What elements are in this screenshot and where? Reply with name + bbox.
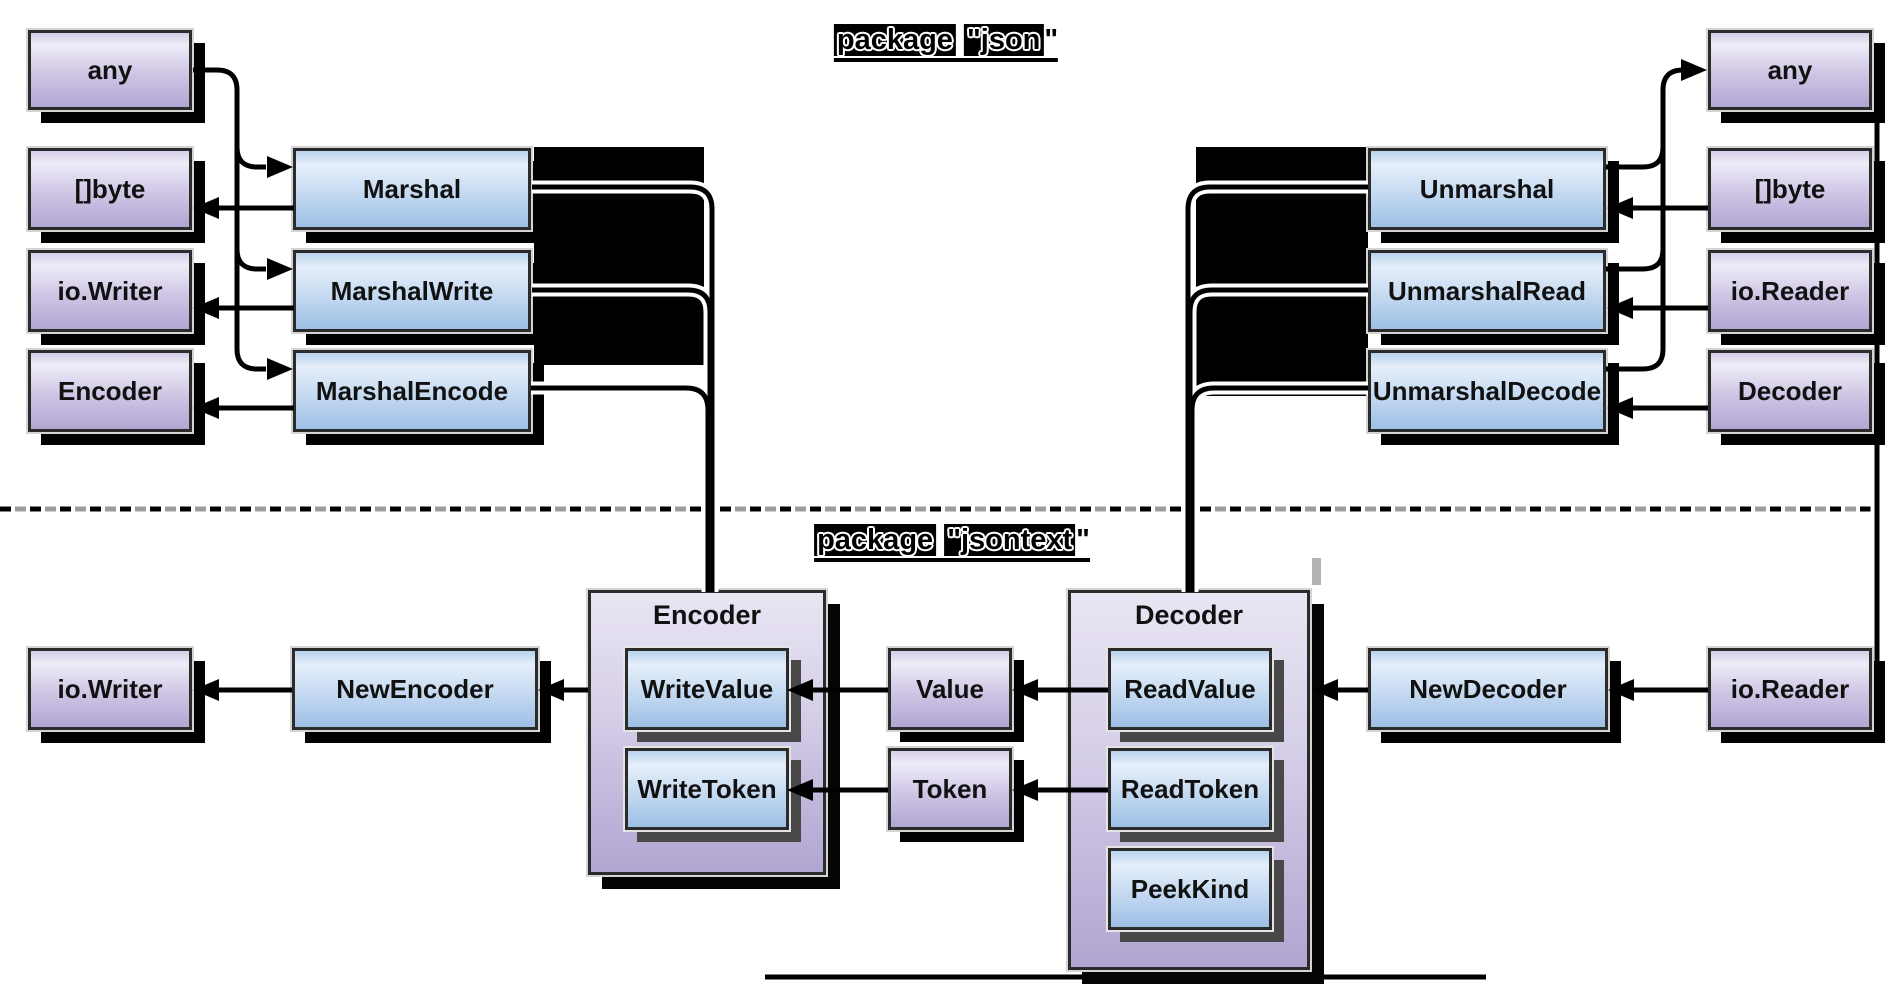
node-write-value: WriteValue	[625, 648, 789, 730]
black-band-left-main	[534, 190, 704, 365]
package-jsontext-title-word[interactable]: package	[814, 524, 937, 556]
package-jsontext-title-name[interactable]: "jsontext	[944, 524, 1076, 556]
node-ioreader-right: io.Reader	[1708, 250, 1872, 332]
node-write-token: WriteToken	[625, 748, 789, 830]
node-marshal: Marshal	[293, 148, 531, 230]
any-to-marshal-trunk	[193, 67, 266, 372]
unmarshal-to-any-trunk	[1606, 67, 1684, 372]
package-json-title-word[interactable]: package	[833, 24, 956, 56]
package-jsontext-title[interactable]: package "jsontext"	[814, 524, 1090, 562]
node-unmarshal-decode: UnmarshalDecode	[1368, 350, 1606, 432]
node-encoder-left: Encoder	[28, 350, 192, 432]
black-band-left-top	[534, 147, 704, 184]
package-jsontext-title-quote: "	[1076, 524, 1090, 556]
node-marshal-encode: MarshalEncode	[293, 350, 531, 432]
encoder-container-title: Encoder	[652, 600, 762, 630]
black-band-right-top	[1196, 147, 1368, 184]
unmarshal-decoder-connectors	[1185, 184, 1368, 592]
decoder-container-title: Decoder	[1134, 600, 1244, 630]
gray-artifact	[1312, 558, 1321, 585]
node-decoder-right: Decoder	[1708, 350, 1872, 432]
node-token: Token	[888, 748, 1012, 830]
marshal-encoder-connectors	[531, 184, 715, 592]
node-unmarshal: Unmarshal	[1368, 148, 1606, 230]
node-iowriter-bottom: io.Writer	[28, 648, 192, 730]
node-any-left: any	[28, 30, 192, 110]
node-ioreader-bottom: io.Reader	[1708, 648, 1872, 730]
node-marshal-write: MarshalWrite	[293, 250, 531, 332]
node-unmarshal-read: UnmarshalRead	[1368, 250, 1606, 332]
black-band-right-main	[1196, 190, 1368, 396]
node-read-token: ReadToken	[1108, 748, 1272, 830]
node-value: Value	[888, 648, 1012, 730]
node-read-value: ReadValue	[1108, 648, 1272, 730]
node-byte-right: []byte	[1708, 148, 1872, 230]
node-new-decoder: NewDecoder	[1368, 648, 1608, 730]
package-json-title-name[interactable]: "json	[964, 24, 1044, 56]
package-json-title[interactable]: package "json"	[833, 24, 1059, 62]
node-new-encoder: NewEncoder	[292, 648, 538, 730]
node-any-right: any	[1708, 30, 1872, 110]
package-json-title-quote: "	[1044, 24, 1059, 56]
encoder-container	[588, 590, 826, 875]
node-iowriter-left: io.Writer	[28, 250, 192, 332]
node-peek-kind: PeekKind	[1108, 848, 1272, 930]
node-byte-left: []byte	[28, 148, 192, 230]
